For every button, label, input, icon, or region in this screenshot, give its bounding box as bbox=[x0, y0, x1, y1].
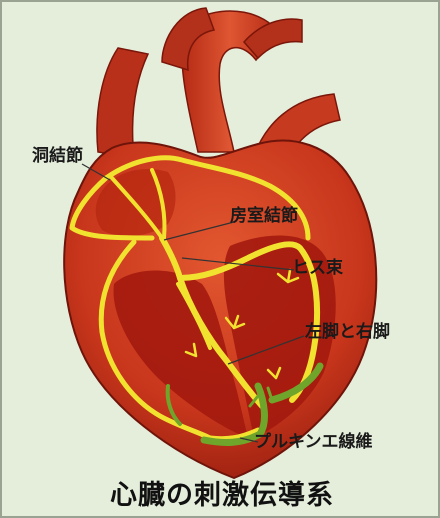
label-sa-node: 洞結節 bbox=[32, 148, 83, 165]
superior-vena-cava bbox=[97, 48, 148, 158]
label-av-node: 房室結節 bbox=[230, 208, 298, 225]
diagram-caption: 心臓の刺激伝導系 bbox=[2, 482, 440, 509]
label-purkinje-fibers: プルキンエ線維 bbox=[254, 434, 373, 451]
label-his-bundle: ヒス束 bbox=[292, 260, 343, 277]
label-bundle-branches: 左脚と右脚 bbox=[305, 324, 390, 341]
